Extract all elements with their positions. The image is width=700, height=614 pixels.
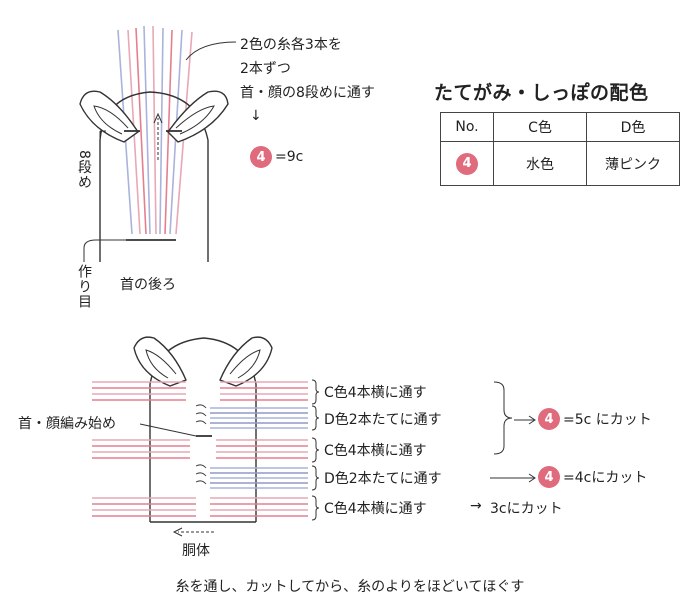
group1-result: 4 =5c にカット [538, 408, 652, 430]
top-left-ear [79, 90, 139, 143]
bottom-body-arrow [172, 527, 214, 537]
result-arrows [490, 415, 536, 483]
number-badge: 4 [456, 152, 478, 175]
top-result-text: =9c [275, 149, 304, 165]
row-label-4: D色2本たてに通す [324, 471, 442, 487]
top-side-label: 8段め [76, 150, 92, 190]
cell-no: 4 [440, 141, 494, 186]
bottom-c-strands-1 [92, 381, 308, 401]
top-result: 4 =9c [250, 146, 303, 168]
cell-c: 水色 [493, 141, 587, 186]
number-badge: 4 [538, 408, 560, 430]
bottom-d-strands-1 [210, 407, 308, 429]
number-badge: 4 [250, 146, 272, 168]
color-scheme-table: No. C色 D色 4 水色 薄ピンク [440, 112, 680, 186]
footer-note: 糸を通し、カットしてから、糸のよりをほどいてほぐす [175, 579, 525, 595]
top-start-label: 作り目 [76, 264, 92, 309]
header-d: D色 [586, 112, 680, 142]
last-result: 3cにカット [490, 501, 563, 517]
top-note-line1: 2色の糸各3本を [240, 37, 342, 53]
table-header-row: No. C色 D色 [440, 112, 680, 142]
bottom-d-strands-2 [210, 467, 308, 489]
last-arrow: → [470, 498, 482, 514]
top-down-arrow: ↓ [250, 108, 262, 124]
row-label-2: D色2本たてに通す [324, 412, 442, 428]
row-braces [311, 379, 513, 521]
number-badge: 4 [538, 466, 560, 488]
scheme-title: たてがみ・しっぽの配色 [434, 82, 649, 104]
row-label-1: C色4本横に通す [324, 385, 427, 401]
bottom-d-insert-arrows [195, 404, 207, 485]
top-row-bracket [99, 130, 106, 210]
body-label: 胴体 [182, 543, 210, 559]
bottom-start-label: 首・顔編み始め [18, 416, 116, 432]
bottom-left-ear [133, 336, 187, 387]
header-no: No. [440, 112, 494, 142]
bottom-right-ear [219, 336, 273, 387]
bottom-c-strands-3 [92, 497, 308, 517]
group2-result-text: =4cにカット [563, 470, 648, 486]
row-label-5: C色4本横に通す [324, 501, 427, 517]
header-c: C色 [493, 112, 587, 142]
top-right-ear [167, 90, 229, 143]
top-note-leader [185, 41, 237, 61]
group1-result-text: =5c にカット [563, 412, 652, 428]
top-neck-label: 首の後ろ [120, 277, 176, 293]
top-insertion-mark [124, 112, 182, 160]
top-note-line2: 2本ずつ [240, 61, 291, 77]
top-note-line3: 首・顔の8段めに通す [240, 85, 375, 101]
row-label-3: C色4本横に通す [324, 443, 427, 459]
table-row: 4 水色 薄ピンク [440, 141, 680, 186]
bottom-c-strands-2 [92, 439, 308, 459]
top-start-leader [83, 239, 126, 262]
bottom-start-leader [139, 423, 212, 437]
cell-d: 薄ピンク [586, 141, 680, 186]
group2-result: 4 =4cにカット [538, 466, 647, 488]
